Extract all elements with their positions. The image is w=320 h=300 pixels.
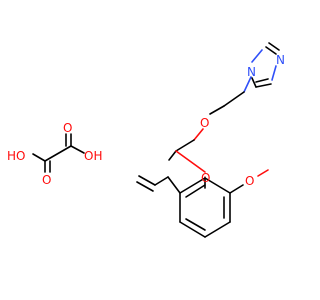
atom-aryl-o-label: O [201, 171, 210, 185]
bond-n1-c2 [251, 49, 263, 63]
atom-oxalic-ho-label: HO [7, 149, 25, 163]
atom-n1-label: N [247, 65, 256, 79]
bond-c2-n3-double [268, 42, 280, 51]
bond-c4-c5 [179, 221, 206, 238]
imidazole-ring [251, 42, 280, 88]
bond-c4-c5-inner [185, 218, 206, 231]
methoxy-group [229, 169, 269, 194]
bond-ring-methoxy-o [229, 184, 244, 194]
bond-c-oh-right [70, 145, 85, 154]
atom-oxalic-o-lower-label: O [42, 173, 51, 187]
bond-n1-ch2 [243, 76, 252, 93]
bond-aryl-o-chain [175, 150, 206, 173]
bond-ch2-ch2-b [175, 139, 195, 152]
bond-c6-c1-inner [185, 184, 206, 198]
bond-n3-c4 [271, 65, 277, 81]
bond-c5-n1 [251, 77, 257, 88]
bond-c-c-oxalic [44, 145, 72, 162]
atom-n3-label: N [276, 53, 285, 67]
atom-oxalic-o-upper-label: O [63, 121, 72, 135]
bond-ch2-ch [154, 176, 169, 186]
atom-labels: N N O O O O HO OH O [7, 53, 285, 188]
bond-ch2-ether-o [209, 105, 225, 115]
bond-c3-c4 [204, 221, 231, 238]
bond-c4-c5-double [255, 78, 269, 83]
atom-oxalic-oh-label: OH [84, 149, 102, 163]
benzene-ring [179, 177, 231, 238]
bond-ch-ch2 [138, 175, 156, 186]
bond-c1-c2 [204, 177, 231, 194]
bond-c4-c5 [255, 83, 272, 88]
bond-c6-c1 [179, 177, 206, 194]
molecule-structure-canvas: N N O O O O HO OH O [7, 42, 285, 238]
atom-ether-o-label: O [200, 116, 209, 130]
bond-ring-ch2 [167, 176, 181, 194]
allyl-group [136, 175, 181, 194]
bond-ch-ch2-double [136, 181, 154, 192]
bond-ch2-ch2 [223, 91, 245, 107]
ethoxy-linker [168, 76, 252, 178]
bond-methoxy-o-ch3 [257, 169, 269, 177]
bond-ether-o-ch2 [193, 128, 204, 141]
bond-c-ho-left [32, 153, 46, 162]
atom-methoxy-o-label: O [245, 174, 254, 188]
oxalic-acid [32, 133, 85, 173]
bond-c2-n3 [265, 46, 277, 55]
bond-ch2-aryl-o [168, 150, 177, 161]
